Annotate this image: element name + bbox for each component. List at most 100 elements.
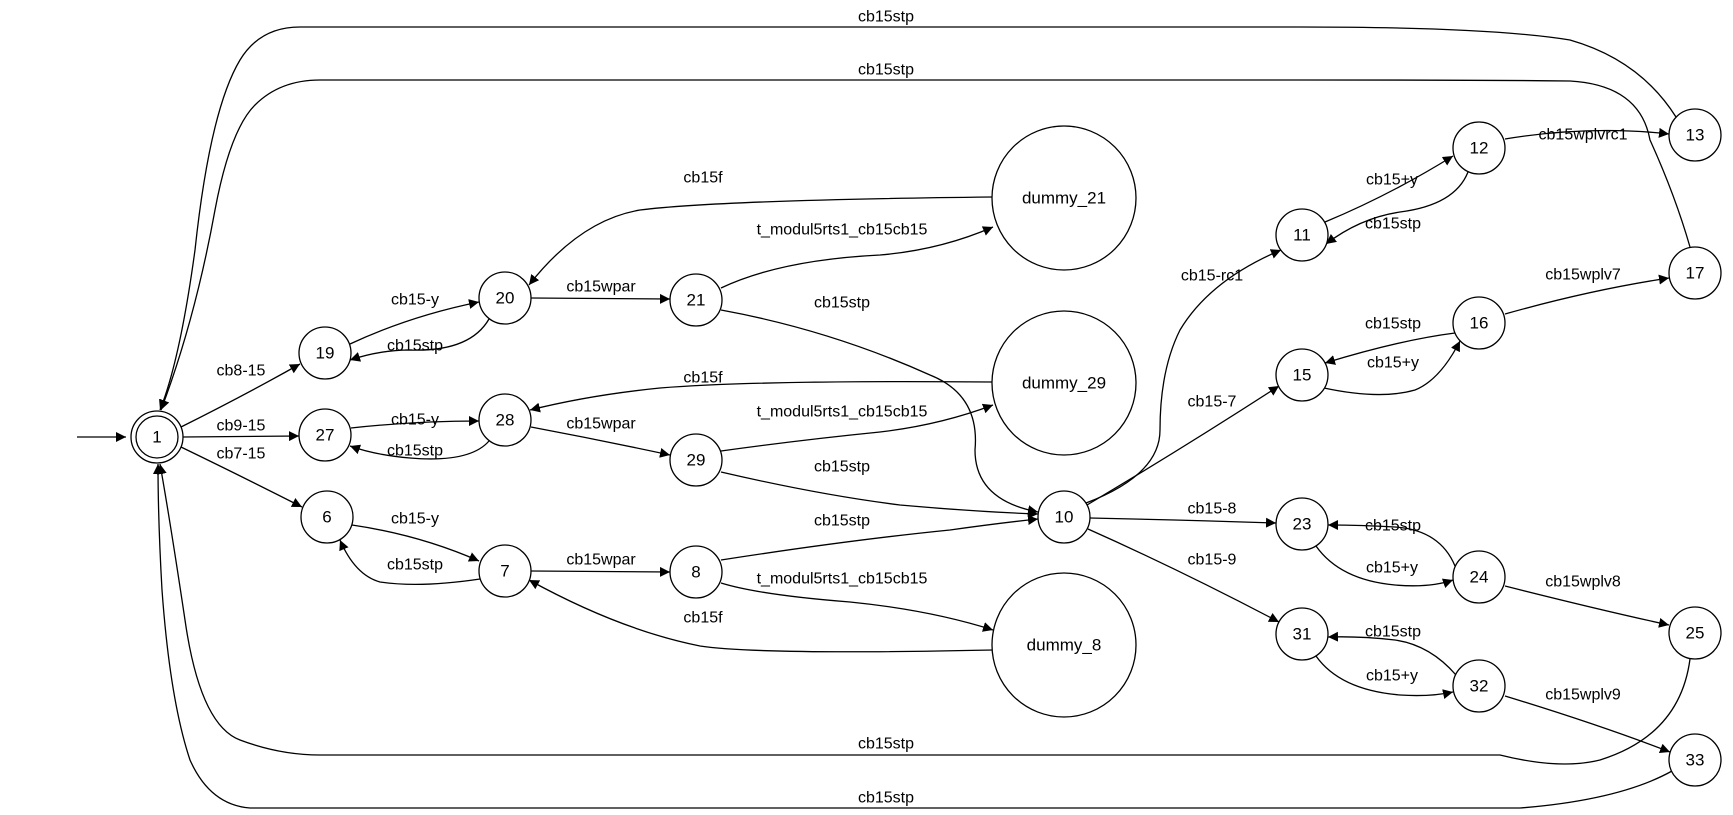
state-circle	[669, 545, 723, 599]
state-circle	[1452, 550, 1506, 604]
state-node-23: 23	[1275, 497, 1329, 551]
state-node-6: 6	[300, 490, 354, 544]
edge-8-to-dummy-8: t_modul5rts1_cb15cb15	[720, 571, 994, 632]
edge-21-to-dummy-21: t_modul5rts1_cb15cb15	[720, 222, 994, 289]
edge-23-to-24: cb15+y	[1315, 545, 1454, 589]
state-label: 8	[691, 563, 700, 582]
edge-dummy-29-to-28: cb15f	[529, 370, 993, 413]
edge-label: cb15wpar	[566, 416, 636, 433]
edge-line	[1085, 249, 1282, 504]
edge-line	[159, 79, 1691, 411]
edge-11-to-12: cb15+y	[1324, 155, 1454, 223]
edge-line	[720, 471, 1039, 519]
edge-line	[349, 299, 480, 345]
edge-line	[720, 226, 994, 289]
edge-6-to-7: cb15-y	[351, 511, 480, 562]
state-label: 24	[1470, 568, 1489, 587]
state-circle	[1275, 348, 1329, 402]
edge-label: cb15stp	[858, 790, 914, 807]
state-label: dummy_29	[1022, 374, 1106, 393]
edge-16-to-15: cb15stp	[1324, 316, 1456, 365]
edge-label: cb15stp	[814, 459, 870, 476]
edge-label: cb8-15	[217, 363, 266, 380]
edge-line	[1504, 585, 1670, 628]
edge-label: cb15+y	[1367, 355, 1419, 372]
edge-7-to-6: cb15stp	[339, 539, 481, 586]
edge-label: cb15-y	[391, 412, 439, 429]
state-label: 7	[500, 562, 509, 581]
edges-layer: cb8-15cb9-15cb7-15cb15-ycb15stpcb15-ycb1…	[77, 9, 1691, 809]
edge-29-to-dummy-29: t_modul5rts1_cb15cb15	[720, 404, 994, 452]
edge-13-to-1: cb15stp	[159, 9, 1677, 411]
edge-line	[1327, 631, 1457, 676]
edge-27-to-28: cb15-y	[350, 412, 480, 429]
edge-19-to-20: cb15-y	[349, 292, 480, 345]
edge-line	[1315, 545, 1454, 589]
edge-line	[530, 293, 671, 304]
edge-10-to-15: cb15-7	[1086, 385, 1280, 506]
edge-label: cb15wpar	[566, 279, 636, 296]
state-node-24: 24	[1452, 550, 1506, 604]
edge-line	[1315, 655, 1454, 700]
edge-29-to-10: cb15stp	[720, 459, 1039, 519]
state-circle	[1275, 607, 1329, 661]
edge-line	[530, 426, 671, 458]
state-node-19: 19	[298, 326, 352, 380]
edge-label: cb15wplv8	[1545, 574, 1621, 591]
edge-label: cb15wplv9	[1545, 687, 1621, 704]
state-label: 33	[1686, 751, 1705, 770]
state-label: 15	[1293, 366, 1312, 385]
edge-10-to-31: cb15-9	[1087, 528, 1280, 623]
state-node-11: 11	[1275, 208, 1329, 262]
state-circle	[669, 273, 723, 327]
edge-label: cb15-8	[1188, 501, 1237, 518]
edge-line	[530, 566, 671, 577]
edge-label: cb15-rc1	[1181, 268, 1243, 285]
edge-label: cb15f	[683, 610, 723, 627]
state-node-16: 16	[1452, 296, 1506, 350]
state-node-dummy-21: dummy_21	[991, 125, 1137, 271]
edge-dummy-21-to-20: cb15f	[528, 170, 993, 286]
state-circle	[478, 271, 532, 325]
state-label: dummy_21	[1022, 189, 1106, 208]
state-node-29: 29	[669, 433, 723, 487]
edge-line	[350, 416, 480, 429]
state-label: 17	[1686, 264, 1705, 283]
state-node-7: 7	[478, 544, 532, 598]
state-label: 20	[496, 289, 515, 308]
state-label: 19	[316, 344, 335, 363]
edge-line	[1324, 155, 1454, 223]
edge-21-to-10: cb15stp	[720, 295, 1039, 516]
state-label: 12	[1470, 139, 1489, 158]
state-label: 25	[1686, 624, 1705, 643]
state-circle	[1668, 246, 1722, 300]
state-node-12: 12	[1452, 121, 1506, 175]
state-node-27: 27	[298, 408, 352, 462]
state-circle	[300, 490, 354, 544]
edge-24-to-25: cb15wplv8	[1504, 574, 1670, 628]
edge-31-to-32: cb15+y	[1315, 655, 1454, 700]
state-label: 21	[687, 291, 706, 310]
edge-1-to-6: cb7-15	[180, 446, 303, 508]
state-circle	[1668, 108, 1722, 162]
edge-label: cb15stp	[387, 557, 443, 574]
edge-line	[153, 463, 1673, 809]
state-circle	[1668, 733, 1722, 787]
edge-label: cb15stp	[814, 295, 870, 312]
edge-label: cb15wplvrc1	[1539, 127, 1628, 144]
edge-dummy-8-to-7: cb15f	[528, 579, 994, 653]
edge-label: cb15f	[683, 170, 723, 187]
edge-line	[156, 463, 1691, 765]
edge-label: t_modul5rts1_cb15cb15	[757, 222, 928, 239]
edge-32-to-31: cb15stp	[1327, 624, 1457, 676]
state-circle	[1037, 490, 1091, 544]
edge-line	[720, 582, 994, 632]
edge-28-to-27: cb15stp	[349, 440, 490, 460]
state-label: 11	[1293, 226, 1311, 245]
edge-line	[528, 579, 994, 653]
state-circle	[991, 125, 1137, 271]
state-circle	[1452, 659, 1506, 713]
state-node-20: 20	[478, 271, 532, 325]
edge-line	[349, 440, 490, 460]
state-node-13: 13	[1668, 108, 1722, 162]
